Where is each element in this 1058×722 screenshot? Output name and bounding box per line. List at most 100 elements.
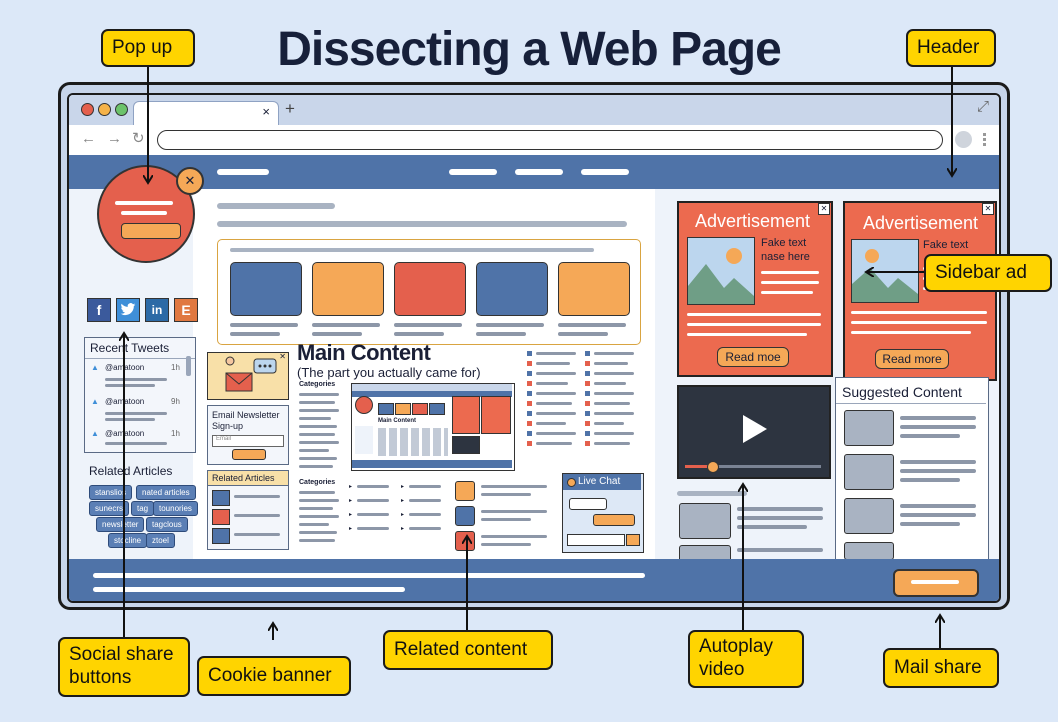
- tag-pill[interactable]: tag: [131, 501, 155, 516]
- related-card[interactable]: [558, 262, 630, 316]
- related-card[interactable]: [394, 262, 466, 316]
- content-thumbnail[interactable]: [679, 503, 731, 539]
- new-tab-icon[interactable]: +: [285, 99, 295, 118]
- profile-icon[interactable]: [955, 131, 972, 148]
- browser-tab[interactable]: ×: [133, 101, 279, 128]
- tag-pill[interactable]: nated articles: [136, 485, 196, 500]
- ad-close-icon[interactable]: ✕: [818, 203, 830, 215]
- tweet-item[interactable]: ▲ @amatoon 9h: [85, 394, 185, 424]
- address-bar-row: ← → ↻: [69, 125, 999, 156]
- chat-input[interactable]: [567, 534, 625, 546]
- tweet-item[interactable]: ▲ @amatoon 1h: [85, 360, 185, 390]
- tag-pill[interactable]: ztoel: [146, 533, 175, 548]
- related-articles-title: Related Articles: [89, 464, 173, 478]
- video-scrubber[interactable]: [707, 461, 719, 473]
- tag-pill[interactable]: tounories: [153, 501, 198, 516]
- related-content-carousel: [217, 239, 641, 345]
- article-thumbnail[interactable]: [212, 509, 230, 525]
- menu-dots-icon[interactable]: [983, 133, 989, 146]
- recent-tweets-widget: Recent Tweets ▲ @amatoon 1h ▲ @amatoon 9…: [84, 337, 196, 453]
- tab-close-icon[interactable]: ×: [262, 104, 270, 119]
- forward-arrow-icon[interactable]: →: [107, 130, 122, 147]
- maximize-window-dot[interactable]: [115, 103, 128, 116]
- live-chat-title: Live Chat: [578, 476, 621, 487]
- main-content-heading: Main Content: [297, 340, 431, 365]
- play-icon[interactable]: [743, 415, 767, 443]
- sidebar-ad[interactable]: ✕ Advertisement Fake text nase here Read…: [677, 201, 833, 377]
- expand-icon[interactable]: ⤢: [977, 98, 990, 115]
- suggested-thumbnail[interactable]: [844, 542, 894, 560]
- callout-autoplay-video: Autoplay video: [688, 630, 804, 688]
- popup-close-icon[interactable]: ✕: [176, 167, 204, 195]
- email-newsletter-signup: Email Newsletter Sign-up Email: [207, 405, 289, 465]
- tag-pill[interactable]: stanslios: [89, 485, 133, 500]
- categories-label: Categories: [299, 381, 336, 388]
- suggested-thumbnail[interactable]: [844, 498, 894, 534]
- tweet-item[interactable]: ▲ @amatoon 1h: [85, 426, 185, 450]
- callout-popup: Pop up: [101, 29, 195, 67]
- twitter-icon[interactable]: [116, 298, 140, 322]
- main-content-subheading: (The part you actually came for): [297, 365, 481, 380]
- newsletter-illustration: ✕: [207, 352, 289, 400]
- minimize-window-dot[interactable]: [98, 103, 111, 116]
- sidebar-ad[interactable]: ✕ Advertisement Fake text Read more: [843, 201, 997, 381]
- ad-close-icon[interactable]: ✕: [982, 203, 994, 215]
- tag-pill[interactable]: tagclous: [146, 517, 188, 532]
- article-thumbnail[interactable]: [212, 528, 230, 544]
- diagram-title: Dissecting a Web Page: [277, 23, 782, 76]
- related-content-item[interactable]: [455, 531, 475, 551]
- tag-pill[interactable]: stocline: [108, 533, 148, 548]
- related-card[interactable]: [230, 262, 302, 316]
- article-thumbnail[interactable]: [212, 490, 230, 506]
- callout-related-content: Related content: [383, 630, 553, 670]
- nav-link[interactable]: [449, 169, 497, 175]
- site-header: [69, 155, 999, 189]
- live-chat-widget[interactable]: Live Chat: [562, 473, 644, 553]
- suggested-content-panel: Suggested Content: [835, 377, 989, 563]
- related-card[interactable]: [312, 262, 384, 316]
- reload-icon[interactable]: ↻: [132, 130, 145, 147]
- suggested-thumbnail[interactable]: [844, 454, 894, 490]
- popup-button[interactable]: [121, 223, 181, 239]
- url-field[interactable]: [157, 130, 943, 150]
- site-logo[interactable]: [217, 169, 269, 175]
- autoplay-video[interactable]: [677, 385, 831, 479]
- scrollbar[interactable]: [186, 356, 191, 376]
- related-articles-box: Related Articles: [207, 470, 289, 550]
- email-input[interactable]: Email: [212, 435, 284, 447]
- tag-pill[interactable]: newsletter: [96, 517, 145, 532]
- related-content-item[interactable]: [455, 481, 475, 501]
- twitter-bird-icon: ▲: [91, 429, 99, 438]
- ad-image: [687, 237, 755, 305]
- mini-webpage-thumbnail: Main Content: [351, 383, 515, 471]
- cookie-banner: [69, 559, 999, 601]
- categories-label: Categories: [299, 479, 336, 486]
- subscribe-button[interactable]: [232, 449, 266, 460]
- callout-sidebar-ad: Sidebar ad: [924, 254, 1052, 292]
- nav-link[interactable]: [581, 169, 629, 175]
- cookie-accept-button[interactable]: [893, 569, 979, 597]
- tag-pill[interactable]: sunecrs: [89, 501, 130, 516]
- close-icon[interactable]: ✕: [279, 352, 286, 361]
- back-arrow-icon[interactable]: ←: [81, 130, 96, 147]
- nav-link[interactable]: [515, 169, 563, 175]
- ad-image: [851, 239, 919, 303]
- tab-bar: × + ⤢: [69, 95, 999, 128]
- category-link-list: ▸ ▸ ▸ ▸ ▸ ▸ ▸ ▸: [349, 483, 449, 547]
- email-share-icon[interactable]: E: [174, 298, 198, 322]
- related-content-item[interactable]: [455, 506, 475, 526]
- suggested-thumbnail[interactable]: [844, 410, 894, 446]
- facebook-icon[interactable]: f: [87, 298, 111, 322]
- callout-cookie-banner: Cookie banner: [197, 656, 351, 696]
- content-list-column: [527, 351, 587, 461]
- read-more-button[interactable]: Read moe: [717, 347, 789, 367]
- callout-mail-share: Mail share: [883, 648, 999, 688]
- related-card[interactable]: [476, 262, 548, 316]
- twitter-bird-icon: ▲: [91, 363, 99, 372]
- linkedin-icon[interactable]: in: [145, 298, 169, 322]
- twitter-bird-icon: ▲: [91, 397, 99, 406]
- read-more-button[interactable]: Read more: [875, 349, 949, 369]
- close-window-dot[interactable]: [81, 103, 94, 116]
- chat-send-button[interactable]: [626, 534, 640, 546]
- callout-header: Header: [906, 29, 996, 67]
